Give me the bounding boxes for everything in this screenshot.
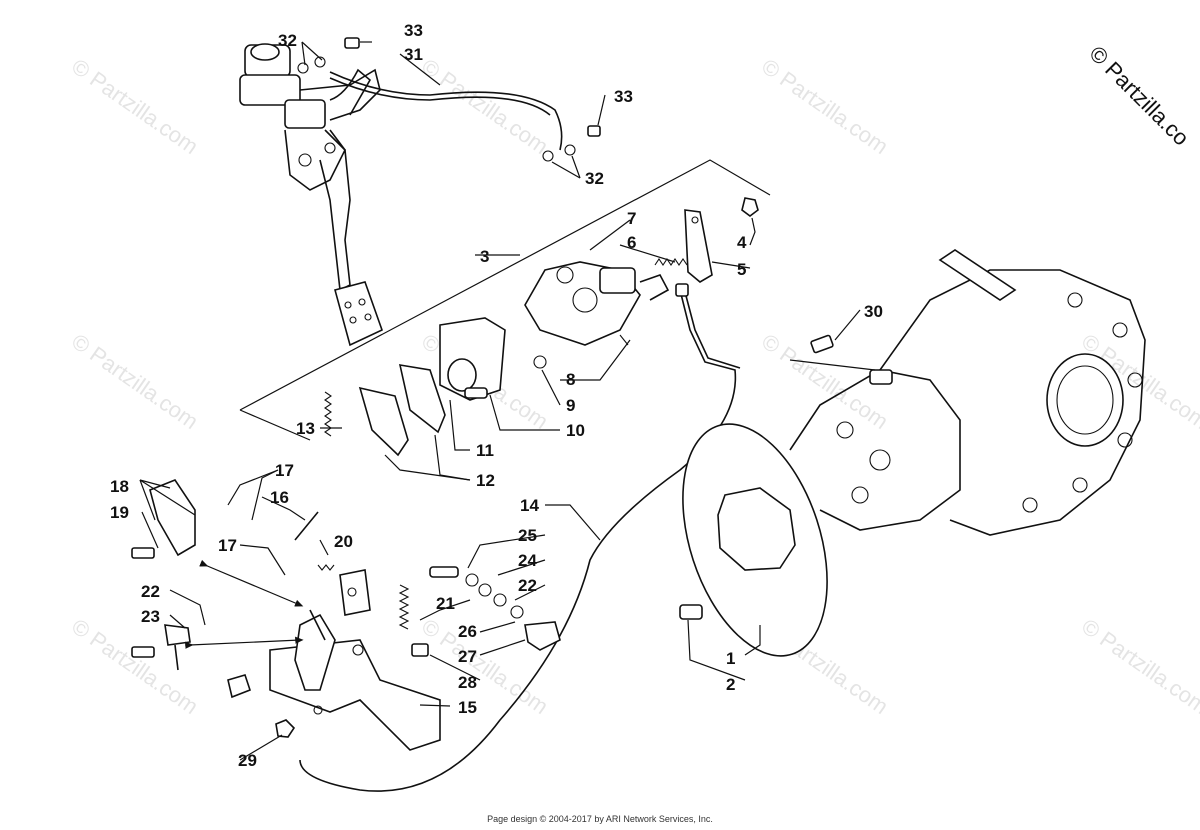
- brake-pad: [358, 386, 409, 457]
- callout-12: 12: [476, 471, 495, 490]
- callout-32: 32: [585, 169, 604, 188]
- callout-2: 2: [726, 675, 735, 694]
- bolt: [131, 646, 155, 658]
- return-spring: [398, 584, 410, 630]
- banjo-washer: [297, 62, 309, 74]
- callout-14: 14: [520, 496, 539, 515]
- callout-3: 3: [480, 247, 489, 266]
- callout-19: 19: [110, 503, 129, 522]
- callout-18: 18: [110, 477, 129, 496]
- callout-31: 31: [404, 45, 423, 64]
- callout-26: 26: [458, 622, 477, 641]
- watermark: © Partzilla.com: [1077, 614, 1200, 720]
- callout-11: 11: [476, 441, 494, 460]
- small-bracket: [227, 674, 251, 699]
- watermark: © Partzilla.com: [67, 54, 203, 160]
- callout-6: 6: [627, 233, 636, 252]
- brake-hose: [329, 71, 563, 151]
- callout-33: 33: [404, 21, 423, 40]
- callout-16: 16: [270, 488, 289, 507]
- callout-7: 7: [627, 209, 636, 228]
- callout-1: 1: [726, 649, 735, 668]
- clevis: [164, 624, 191, 646]
- washer: [510, 605, 524, 619]
- transaxle-housing: [789, 249, 1146, 536]
- banjo-washer: [314, 56, 326, 68]
- watermark: © Partzilla.com: [417, 54, 553, 160]
- bolt: [411, 643, 429, 657]
- washer: [465, 573, 479, 587]
- callout-33: 33: [614, 87, 633, 106]
- o-ring: [533, 355, 547, 369]
- banjo-bolt: [587, 125, 601, 137]
- bolt: [131, 547, 155, 559]
- lock-nut: [741, 197, 759, 217]
- callout-9: 9: [566, 396, 575, 415]
- callout-28: 28: [458, 673, 477, 692]
- rotor-bolt: [679, 604, 703, 620]
- callout-22: 22: [141, 582, 160, 601]
- callout-27: 27: [458, 647, 477, 666]
- callout-22: 22: [518, 576, 537, 595]
- washer: [478, 583, 492, 597]
- caliper-assembly-box: [239, 159, 771, 457]
- callout-17: 17: [275, 461, 294, 480]
- callouts: 1 2 3 4 5 6 7 8 9 10 11 12 13 14 15 16 1…: [110, 21, 883, 770]
- callout-24: 24: [518, 551, 537, 570]
- spring: [317, 564, 335, 571]
- adjuster-knob: [524, 621, 561, 651]
- callout-17: 17: [218, 536, 237, 555]
- washer: [493, 593, 507, 607]
- parking-brake-bracket: [269, 569, 441, 751]
- copyright-corner: © Partzilla.co: [1084, 41, 1194, 151]
- callout-30: 30: [864, 302, 883, 321]
- brake-pad: [398, 364, 446, 434]
- watermark-layer: © Partzilla.com © Partzilla.com © Partzi…: [67, 54, 1200, 720]
- banjo-washer: [542, 150, 554, 162]
- callout-29: 29: [238, 751, 257, 770]
- banjo-bolt: [344, 37, 360, 49]
- callout-13: 13: [296, 419, 315, 438]
- callout-23: 23: [141, 607, 160, 626]
- callout-4: 4: [737, 233, 747, 252]
- pad-spring: [324, 391, 332, 437]
- housing-bolt: [810, 334, 834, 354]
- caliper-lever: [684, 209, 713, 283]
- watermark: © Partzilla.com: [67, 329, 203, 435]
- callout-8: 8: [566, 370, 575, 389]
- brake-pedal: [319, 129, 383, 347]
- brake-rotor: [679, 423, 828, 657]
- callout-15: 15: [458, 698, 477, 717]
- master-cylinder-assembly: [239, 43, 381, 191]
- leader-lines: [139, 41, 861, 761]
- cable-end: [294, 511, 319, 541]
- spring: [654, 258, 688, 266]
- callout-5: 5: [737, 260, 746, 279]
- watermark: © Partzilla.com: [757, 54, 893, 160]
- callout-10: 10: [566, 421, 585, 440]
- banjo-washer: [564, 144, 576, 156]
- bracket-plate: [149, 479, 196, 557]
- callout-25: 25: [518, 526, 537, 545]
- callout-32: 32: [278, 31, 297, 50]
- callout-20: 20: [334, 532, 353, 551]
- nut: [275, 719, 296, 738]
- callout-21: 21: [436, 594, 455, 613]
- footer-credit: Page design © 2004-2017 by ARI Network S…: [487, 814, 713, 824]
